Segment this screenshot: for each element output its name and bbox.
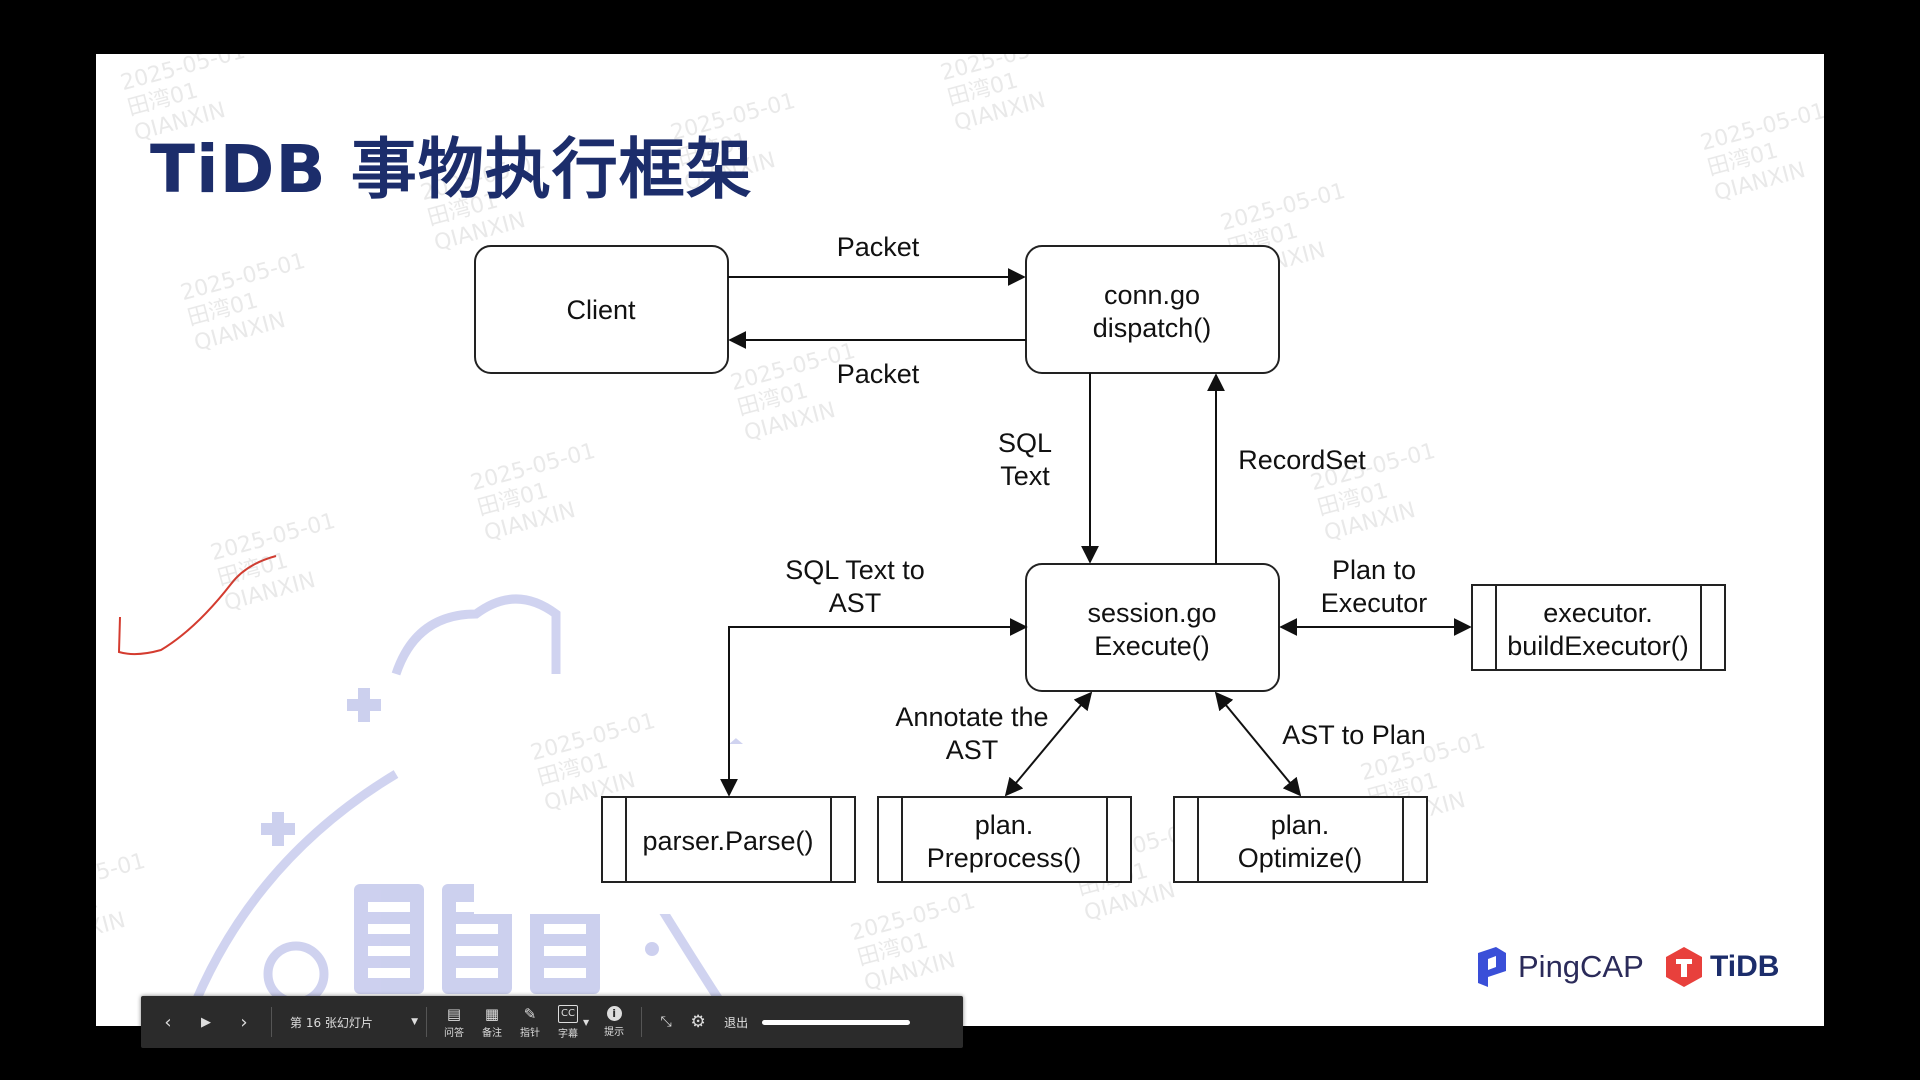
settings-button[interactable]: ⚙: [682, 996, 714, 1048]
conn-label-line1: conn.go: [1104, 280, 1200, 310]
parser-label: parser.Parse(): [642, 826, 813, 856]
notes-button[interactable]: ▦ 备注: [473, 996, 511, 1048]
execution-flow-diagram: Client conn.go dispatch() session.go Exe…: [474, 232, 1726, 883]
packet-top-label: Packet: [837, 232, 920, 262]
annotate-ast-label-line2: AST: [946, 735, 999, 765]
preprocess-label-line2: Preprocess(): [927, 843, 1082, 873]
toolbar-divider: [641, 1007, 643, 1037]
conn-label-line2: dispatch(): [1093, 313, 1212, 343]
slide-indicator-label: 第 16 张幻灯片: [290, 1015, 373, 1030]
pointer-button[interactable]: ✎ 指针: [511, 996, 549, 1048]
info-icon: i: [606, 1006, 622, 1021]
next-slide-button[interactable]: ›: [225, 996, 263, 1048]
caret-down-icon: ▼: [411, 1017, 418, 1027]
chat-icon: ▤: [446, 1004, 462, 1023]
session-label-line2: Execute(): [1094, 631, 1210, 661]
tidb-wordmark: TiDB: [1710, 950, 1780, 983]
packet-bottom-label: Packet: [837, 359, 920, 389]
ast-to-plan-label: AST to Plan: [1282, 720, 1426, 750]
tidb-mark-icon: [1666, 947, 1702, 987]
qa-button[interactable]: ▤ 问答: [435, 996, 473, 1048]
pingcap-logo: PingCAP: [1474, 944, 1644, 990]
annotate-ast-label-line1: Annotate the: [895, 702, 1048, 732]
client-label: Client: [566, 295, 636, 325]
slide-title: TiDB 事物执行框架: [150, 131, 753, 208]
exit-fullscreen-button[interactable]: ⤡: [650, 996, 682, 1048]
presentation-toolbar: ‹ ▶ › 第 16 张幻灯片 ▼ ▤ 问答 ▦ 备注 ✎ 指针 CC 字幕 ▼…: [141, 996, 963, 1048]
sql-text-label-line1: SQL: [998, 428, 1052, 458]
play-button[interactable]: ▶: [187, 996, 225, 1048]
tidb-logo: TiDB: [1664, 944, 1779, 990]
pingcap-mark-icon: [1478, 947, 1506, 987]
notes-icon: ▦: [484, 1004, 500, 1023]
tips-label: 提示: [604, 1027, 625, 1038]
play-icon: ▶: [201, 1014, 211, 1030]
preprocess-label-line1: plan.: [975, 810, 1034, 840]
slide-progress-bar[interactable]: [762, 1019, 911, 1025]
captions-label: 字幕: [558, 1028, 578, 1040]
slide-selector[interactable]: 第 16 张幻灯片 ▼: [280, 1014, 418, 1031]
annotate-ast-arrow: [1004, 691, 1093, 797]
sql-text-label-line2: Text: [1000, 461, 1050, 491]
chevron-right-icon: ›: [240, 1011, 248, 1033]
ast-to-plan-arrow: [1214, 691, 1302, 797]
notes-label: 备注: [482, 1027, 502, 1039]
collapse-icon: ⤡: [660, 1014, 672, 1030]
plan-to-executor-label-line1: Plan to: [1332, 555, 1416, 585]
chevron-left-icon: ‹: [164, 1011, 172, 1033]
preprocess-box: [877, 796, 1132, 883]
pen-icon: ✎: [523, 1004, 537, 1023]
recordset-label: RecordSet: [1238, 445, 1366, 475]
toolbar-divider: [426, 1007, 427, 1037]
tips-button[interactable]: i 提示: [595, 996, 633, 1048]
conn-dispatch-box: [1025, 245, 1280, 374]
pen-annotation: [117, 555, 277, 656]
client-box: [474, 245, 729, 374]
executor-label-line1: executor.: [1543, 598, 1653, 628]
optimize-label-line1: plan.: [1271, 810, 1330, 840]
gear-icon: ⚙: [690, 1012, 706, 1032]
captions-button[interactable]: CC 字幕: [549, 996, 587, 1048]
qa-label: 问答: [444, 1027, 464, 1039]
sql-to-ast-label-line1: SQL Text to: [785, 555, 925, 585]
captions-icon: CC: [558, 1004, 578, 1023]
plan-to-executor-label-line2: Executor: [1321, 588, 1428, 618]
parser-box: [601, 796, 856, 883]
toolbar-divider: [271, 1007, 272, 1037]
optimize-label-line2: Optimize(): [1238, 843, 1363, 873]
pointer-label: 指针: [520, 1027, 540, 1039]
captions-caret-icon[interactable]: ▼: [583, 1017, 590, 1027]
optimize-box: [1173, 796, 1428, 883]
executor-label-line2: buildExecutor(): [1507, 631, 1689, 661]
previous-slide-button[interactable]: ‹: [149, 996, 187, 1048]
exit-button[interactable]: 退出: [724, 1015, 749, 1030]
sql-to-ast-arrow: [720, 618, 1028, 797]
executor-box: [1471, 584, 1726, 671]
session-label-line1: session.go: [1087, 598, 1216, 628]
pingcap-wordmark: PingCAP: [1518, 949, 1644, 984]
sql-to-ast-label-line2: AST: [829, 588, 882, 618]
